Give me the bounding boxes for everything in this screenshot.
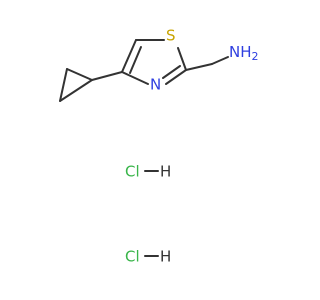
- cyclopropyl-bond-1: [59, 79, 93, 102]
- ring-bond-n-c4: [121, 71, 149, 85]
- amine-h-subscript: 2: [252, 50, 259, 63]
- cyclopropyl-bond-2: [59, 68, 68, 102]
- ring-bond-c4-c5: [121, 39, 137, 73]
- salt-1-chlorine: Cl: [125, 163, 140, 181]
- ch2-to-amine-bond: [211, 56, 229, 65]
- molecule-drawing: S N NH2 Cl H Cl H: [59, 27, 259, 266]
- amine-nh-text: NH: [229, 43, 252, 61]
- cyclopropyl-bond-3: [66, 68, 93, 81]
- salt-2-hydrogen: H: [160, 248, 171, 266]
- ring-bond-s-c2: [177, 47, 187, 71]
- cyclopropyl-to-ring-bond: [91, 71, 123, 81]
- salt-1-hydrogen: H: [160, 163, 171, 181]
- ring-bond-c2-n-inner: [162, 65, 181, 79]
- amine-nitrogen-label: NH2: [229, 43, 259, 64]
- ring-bond-c2-n: [165, 69, 187, 85]
- salt-2-chlorine: Cl: [125, 248, 140, 266]
- ring-bond-c4-c5-inner: [129, 46, 142, 74]
- ring-nitrogen-label: N: [150, 76, 161, 94]
- sulfur-atom-label: S: [166, 27, 176, 45]
- c2-to-ch2-bond: [185, 63, 213, 71]
- structure-canvas: S N NH2 Cl H Cl H: [59, 26, 259, 266]
